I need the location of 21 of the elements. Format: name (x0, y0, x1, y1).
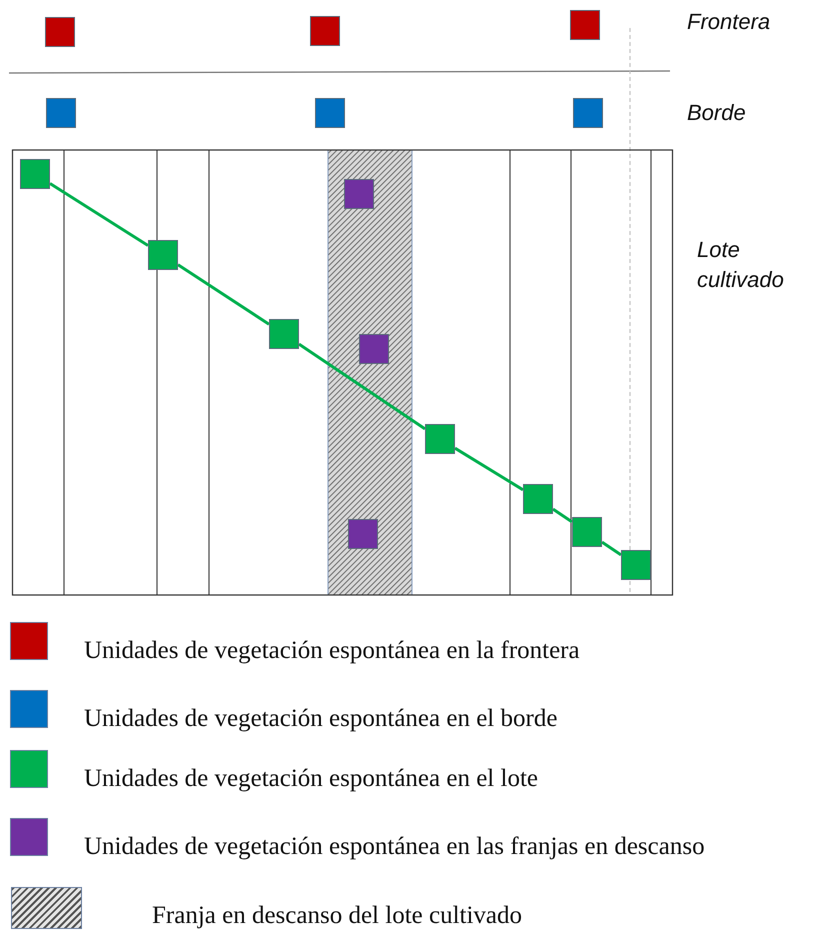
sample-square (269, 319, 299, 349)
sample-square (523, 484, 553, 514)
sample-square (621, 550, 651, 580)
legend-text: Unidades de vegetación espontánea en el lote (84, 764, 538, 794)
zone-label: Frontera (687, 8, 770, 36)
zone-label: Borde (687, 99, 746, 127)
sample-square (20, 159, 50, 189)
legend-text: Unidades de vegetación espontánea en las franjas en descanso (84, 832, 705, 862)
zone-label: Lote cultivado (697, 236, 785, 294)
connector-line (177, 264, 270, 326)
sample-square (425, 424, 455, 454)
sample-square (148, 240, 178, 270)
sample-square (572, 517, 602, 547)
connector-line (601, 540, 622, 556)
legend-text: Unidades de vegetación espontánea en el borde (84, 704, 558, 734)
connector-line (454, 446, 524, 492)
legend-text: Franja en descanso del lote cultivado (152, 901, 522, 931)
connector-line (49, 182, 149, 247)
connector-line (552, 508, 573, 524)
connector-line (298, 342, 426, 430)
legend-text: Unidades de vegetación espontánea en la frontera (84, 636, 580, 666)
